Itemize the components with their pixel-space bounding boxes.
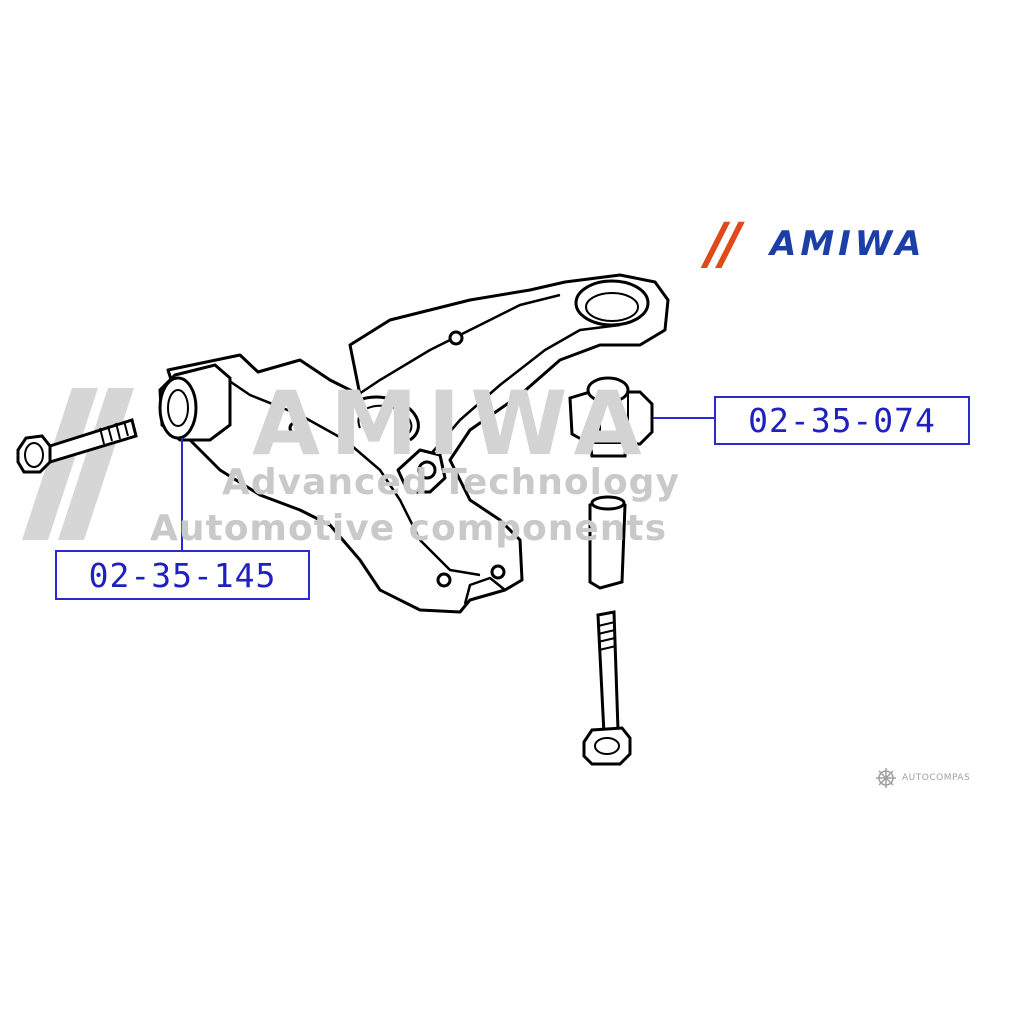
part-number-callout-rear-bushing: 02-35-074 [714,396,970,445]
watermark-tagline-1: Advanced Technology [222,462,680,503]
brand-slash-logo: // [706,212,741,277]
credit-text: AUTOCOMPAS [902,773,971,783]
front-bushing [158,363,232,442]
front-bolt [16,418,138,474]
control-arm [166,273,670,614]
watermark-tagline-2: Automotive components [150,508,668,549]
leader-lines [181,417,714,550]
vertical-bolt [582,610,632,766]
compass-star-icon [876,768,896,788]
sleeve [588,495,627,590]
part-number-callout-front-bushing: 02-35-145 [55,550,310,600]
clip-ring [346,395,420,442]
brand-name: AMIWA [770,224,926,264]
watermark-brand: AMIWA [252,372,652,475]
rear-bushing [568,376,654,458]
